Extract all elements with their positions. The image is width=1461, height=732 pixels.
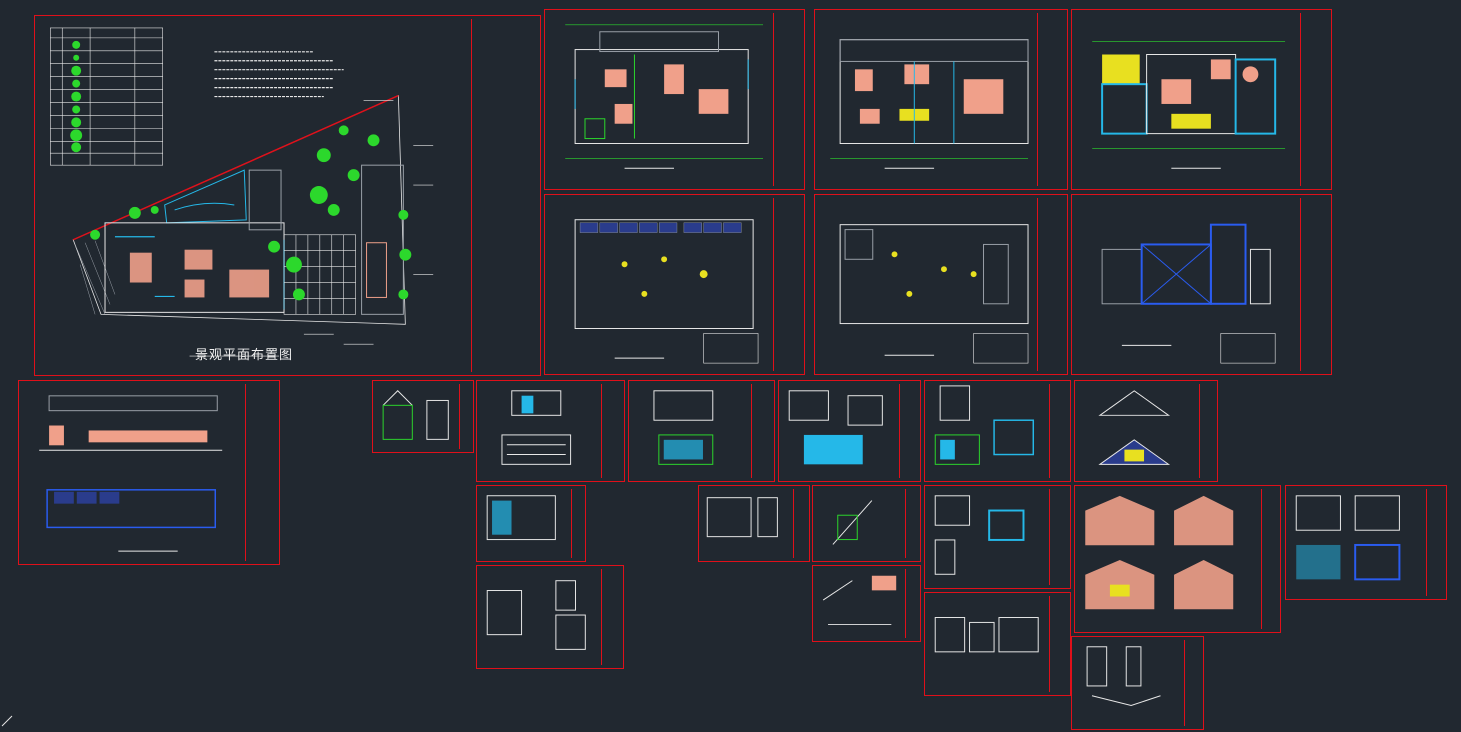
sheet-floor-plan-2[interactable] [814, 9, 1068, 190]
sheet-detail-l[interactable] [1285, 485, 1447, 600]
sheet-ceiling-plan-2[interactable] [814, 194, 1068, 375]
sheet-detail-c[interactable] [628, 380, 775, 482]
sheet-floor-plan-3[interactable] [1071, 9, 1332, 190]
sheet-detail-b[interactable] [476, 380, 625, 482]
sheet-ceiling-plan-3[interactable] [1071, 194, 1332, 375]
sheet-detail-p[interactable] [1071, 636, 1204, 730]
sheet-detail-d[interactable] [778, 380, 921, 482]
sheet-detail-k[interactable] [1074, 485, 1281, 633]
sheet-detail-o[interactable] [924, 592, 1071, 696]
sheet-detail-g[interactable] [476, 485, 586, 562]
drawing-title: 景观平面布置图 [195, 348, 294, 363]
sheet-landscape-plan[interactable]: 景观平面布置图 [34, 15, 541, 376]
landscape-plan-drawing [50, 27, 434, 357]
sheet-detail-j[interactable] [924, 485, 1071, 589]
sheet-detail-n[interactable] [812, 565, 921, 642]
ucs-axis-icon [0, 713, 14, 732]
sheet-detail-i[interactable] [812, 485, 921, 562]
sheet-detail-f[interactable] [1074, 380, 1218, 482]
sheet-floor-plan-1[interactable] [544, 9, 805, 190]
sheet-detail-m[interactable] [476, 565, 624, 669]
sheet-ceiling-plan-1[interactable] [544, 194, 805, 375]
sheet-elevation-long[interactable] [18, 380, 280, 565]
sheet-detail-e[interactable] [924, 380, 1071, 482]
sheet-detail-a[interactable] [372, 380, 474, 453]
sheet-detail-h[interactable] [698, 485, 810, 562]
